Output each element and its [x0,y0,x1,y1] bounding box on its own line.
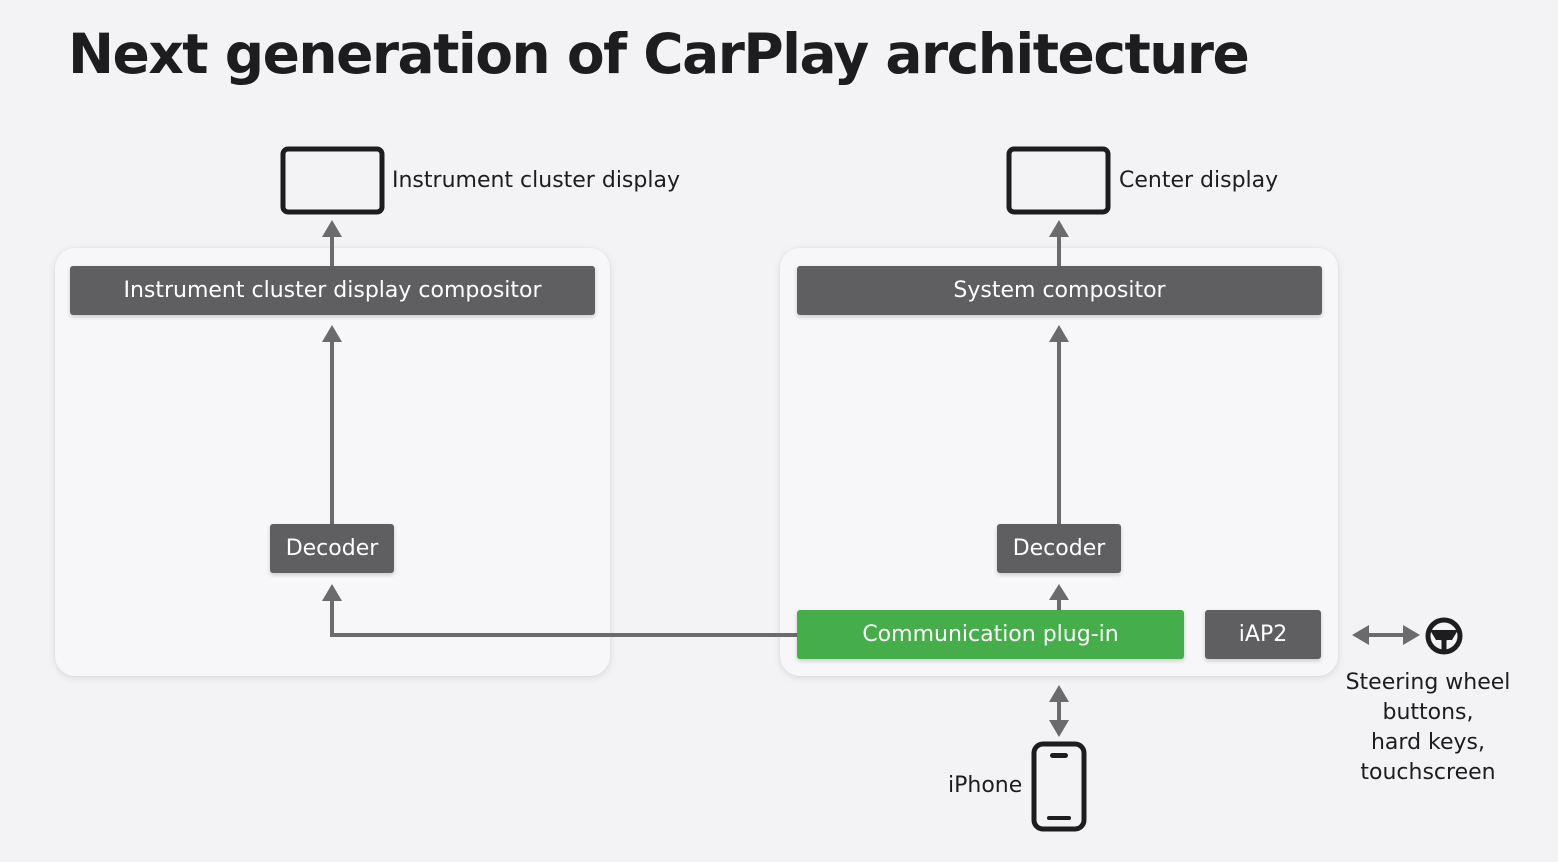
arrow-left-decoder-to-compositor [322,325,342,524]
left-decoder-box: Decoder [270,524,394,573]
steering-line: buttons, [1382,700,1474,725]
display-icon [1006,146,1111,215]
steering-inputs-label: Steering wheel buttons, hard keys, touch… [1330,668,1526,788]
arrow-steering-bidirectional [1352,625,1420,645]
arrow-plugin-to-left-decoder [322,584,797,637]
arrow-left-compositor-to-display [322,220,342,266]
communication-plugin-box: Communication plug-in [797,610,1184,659]
steering-line: touchscreen [1360,760,1496,785]
arrow-right-decoder-to-compositor [1049,325,1069,524]
iphone-icon [1031,741,1087,832]
iap2-box: iAP2 [1205,610,1321,659]
right-decoder-box: Decoder [997,524,1121,573]
iphone-label: iPhone [948,773,1023,798]
steering-line: Steering wheel [1345,670,1511,695]
arrow-right-compositor-to-display [1049,220,1069,266]
steering-line: hard keys, [1370,730,1485,755]
arrow-plugin-to-right-decoder [1049,584,1069,610]
system-compositor-box: System compositor [797,266,1322,315]
instrument-cluster-compositor-box: Instrument cluster display compositor [70,266,595,315]
page-title: Next generation of CarPlay architecture [68,22,1250,86]
arrow-iphone-bidirectional [1049,685,1069,737]
steering-wheel-icon [1425,617,1463,655]
center-display-label: Center display [1119,168,1279,193]
display-icon [280,146,385,215]
instrument-cluster-display-label: Instrument cluster display [392,168,680,193]
